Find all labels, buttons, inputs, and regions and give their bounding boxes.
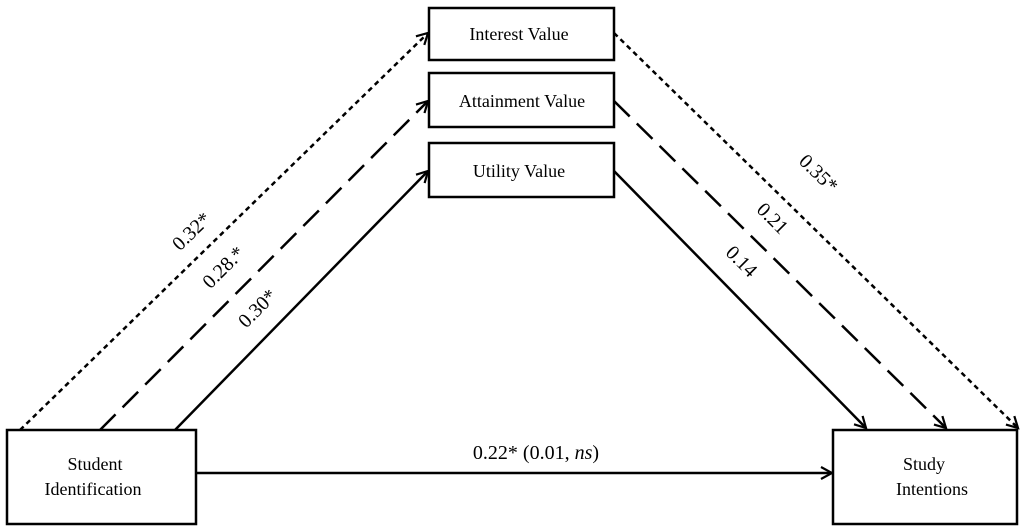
node-student-identification-line2: Identification: [45, 479, 142, 499]
coef-direct: 0.22* (0.01, ns): [473, 442, 599, 464]
coef-utility-to-intentions: 0.14: [721, 242, 761, 282]
node-utility-value: Utility Value: [427, 141, 616, 199]
coef-direct-prefix: 0.22* (0.01,: [473, 442, 575, 464]
node-interest-value: Interest Value: [427, 6, 616, 62]
coef-si-to-utility: 0.30*: [234, 285, 281, 332]
coef-interest-to-intentions: 0.35*: [794, 150, 842, 197]
node-interest-value-label: Interest Value: [469, 24, 568, 44]
node-study-intentions-line2: Intentions: [896, 479, 968, 499]
coef-si-to-attainment: 0.28.*: [198, 242, 249, 293]
node-student-identification: Student Identification: [5, 428, 198, 526]
node-student-identification-line1: Student: [67, 454, 122, 474]
node-study-intentions-line1: Study: [903, 454, 945, 474]
node-study-intentions: Study Intentions: [831, 428, 1019, 526]
coef-direct-suffix: ): [592, 442, 599, 464]
path-si-to-utility: [174, 171, 428, 431]
path-si-to-attainment: [99, 101, 428, 431]
coef-attainment-to-intentions: 0.21: [752, 199, 792, 239]
path-si-to-interest: [19, 33, 428, 431]
node-attainment-value: Attainment Value: [427, 71, 616, 129]
coef-direct-ns: ns: [575, 442, 593, 464]
node-utility-value-label: Utility Value: [473, 161, 565, 181]
path-utility-to-intentions: [613, 170, 866, 428]
node-attainment-value-label: Attainment Value: [459, 91, 585, 111]
path-interest-to-intentions: [613, 32, 1018, 428]
path-attainment-to-intentions: [613, 100, 946, 428]
